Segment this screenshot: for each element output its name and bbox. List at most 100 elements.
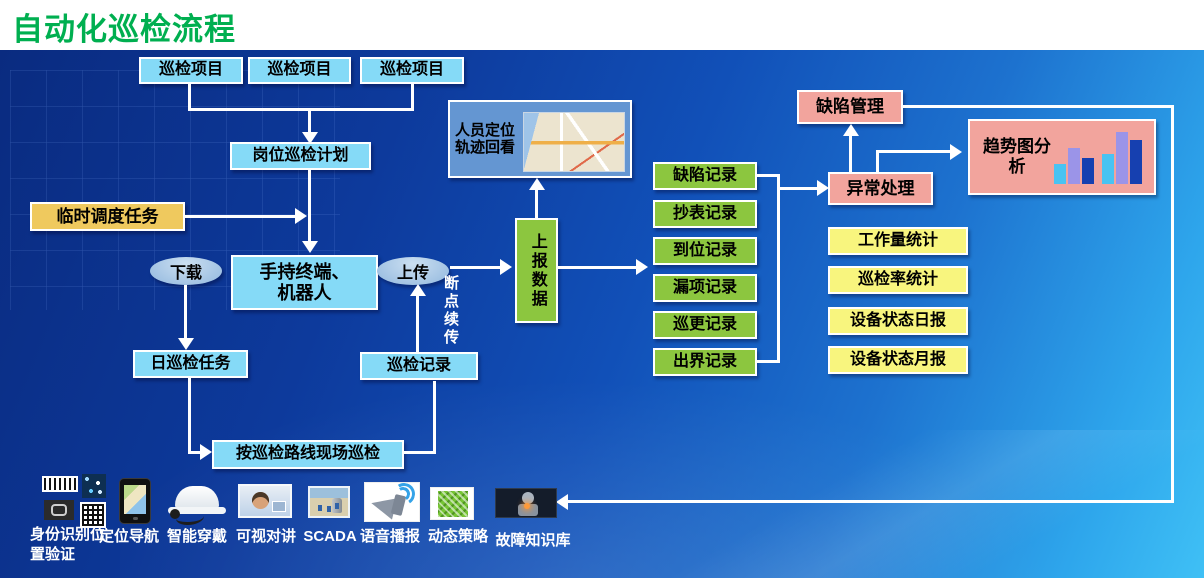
- node-patrol-record: 巡更记录: [653, 311, 757, 339]
- connector-temp-task: [185, 215, 297, 218]
- capability-label-identity: 身份识别位置验证: [30, 526, 106, 563]
- arrowhead-to-exception: [817, 180, 829, 196]
- node-upload: 上传: [377, 257, 449, 285]
- node-label: 上报数据: [528, 232, 546, 309]
- arrowhead-to-track: [529, 178, 545, 190]
- node-post-inspection-plan: 岗位巡检计划: [230, 142, 371, 170]
- arrowhead-to-plan: [302, 132, 318, 144]
- phone-navigation-icon: [119, 478, 151, 524]
- bar-chart-3d-icon: [1054, 126, 1146, 184]
- network-dots-icon: [82, 474, 106, 498]
- cube-texture: [438, 491, 468, 517]
- light-swoosh-decoration: [120, 350, 1120, 588]
- capability-label-wearable: 智能穿戴: [166, 528, 227, 545]
- helmet-earpiece: [170, 509, 180, 519]
- helmet-dome: [175, 486, 219, 510]
- connector-exception-to-defect: [849, 134, 852, 172]
- arrowhead-to-terminal: [302, 241, 318, 253]
- connector-plan-to-terminal: [308, 170, 311, 243]
- flowchart-panel: 巡检项目 巡检项目 巡检项目 岗位巡检计划 临时调度任务 下载 手持终端、 机器…: [0, 50, 1204, 588]
- node-label: 巡检项目: [379, 61, 444, 79]
- connector-bracket-bottom: [757, 360, 780, 363]
- node-label: 趋势图分析: [983, 137, 1051, 176]
- robot-head: [522, 492, 534, 504]
- node-label-line1: 手持终端、: [259, 261, 350, 282]
- connector-download-to-daily: [184, 285, 187, 339]
- map-thumbnail: [523, 112, 625, 172]
- video-intercom-icon: [238, 484, 292, 518]
- arrowhead-temp-task: [295, 208, 307, 224]
- node-daily-inspection-task: 日巡检任务: [133, 350, 248, 378]
- connector-route-to-record-h: [404, 451, 436, 454]
- scada-tank: [332, 498, 342, 513]
- arrowhead-to-knowledge-base: [556, 494, 568, 510]
- bar: [1082, 158, 1094, 184]
- node-inspection-record: 巡检记录: [360, 352, 478, 380]
- node-label: 巡更记录: [672, 315, 737, 333]
- light-swoosh-decoration: [540, 430, 1204, 588]
- node-missed-item-record: 漏项记录: [653, 274, 757, 302]
- connector-records-to-exception: [777, 187, 819, 190]
- node-meter-reading-record: 抄表记录: [653, 200, 757, 228]
- capability-label-fault-knowledge-base: 故障知识库: [495, 532, 571, 549]
- rfid-core: [51, 504, 67, 516]
- node-label-line2: 机器人: [277, 282, 332, 303]
- node-label: 抄表记录: [672, 204, 737, 222]
- qr-code-icon: [80, 502, 106, 528]
- node-label: 按巡检路线现场巡检: [235, 445, 380, 463]
- node-label: 缺陷管理: [816, 97, 884, 117]
- node-download: 下载: [150, 257, 222, 285]
- node-label: 异常处理: [846, 178, 915, 198]
- node-inspect-item-1: 巡检项目: [139, 57, 243, 84]
- connector-daily-to-route: [188, 378, 191, 454]
- node-label: 出界记录: [672, 352, 737, 370]
- phone-home-button: [133, 517, 138, 520]
- connector-defect-loop-bottom: [568, 500, 1174, 503]
- barcode-icon: [42, 476, 78, 492]
- connector-exception-to-trend-v: [876, 150, 879, 172]
- connector-route-to-record-v: [433, 381, 436, 454]
- node-label: 巡检项目: [158, 61, 223, 79]
- connector-bracket-top: [757, 174, 780, 177]
- node-device-status-monthly-report: 设备状态月报: [828, 346, 968, 374]
- speaker-broadcast-icon: [364, 480, 420, 522]
- node-label: 临时调度任务: [56, 206, 159, 226]
- arrowhead-to-upload: [410, 284, 426, 296]
- bar: [1102, 154, 1114, 184]
- robot-spark: [524, 503, 530, 509]
- bar: [1054, 164, 1066, 184]
- connector-defect-loop-top: [903, 105, 1174, 108]
- scada-screen-icon: [308, 486, 350, 518]
- node-device-status-daily-report: 设备状态日报: [828, 307, 968, 335]
- node-label: 缺陷记录: [672, 166, 737, 184]
- bar: [1116, 132, 1128, 184]
- arrowhead-to-report: [500, 259, 512, 275]
- resume-transfer-note: 断点续传: [442, 275, 459, 347]
- connector-daily-to-route-h: [188, 451, 202, 454]
- capability-label-video-intercom: 可视对讲: [235, 528, 296, 545]
- node-label: 巡检记录: [386, 356, 451, 374]
- node-label: 人员定位轨迹回看: [454, 121, 515, 156]
- node-onsite-inspection-by-route: 按巡检路线现场巡检: [212, 440, 404, 469]
- connector-bracket-vertical: [777, 174, 780, 363]
- robot-knowledge-icon: [495, 488, 557, 518]
- node-inspection-rate-statistics: 巡检率统计: [828, 266, 968, 294]
- node-person-location-track-review: 人员定位轨迹回看: [448, 100, 632, 178]
- connector-record-to-upload: [416, 296, 419, 352]
- node-exception-handling: 异常处理: [828, 172, 933, 205]
- node-label: 到位记录: [672, 241, 737, 259]
- node-label: 工作量统计: [857, 231, 938, 249]
- bar: [1130, 140, 1142, 184]
- green-cube-icon: [430, 487, 474, 520]
- connector-report-to-track: [535, 190, 538, 218]
- node-label: 漏项记录: [672, 278, 737, 296]
- helmet-microphone: [176, 510, 204, 525]
- smart-helmet-icon: [168, 486, 226, 525]
- node-label: 巡检项目: [267, 61, 332, 79]
- node-report-data: 上报数据: [515, 218, 558, 323]
- rfid-tag-icon: [44, 500, 74, 520]
- capability-label-dynamic-strategy: 动态策略: [427, 528, 488, 545]
- connector-item1-down: [188, 84, 191, 110]
- node-defect-record: 缺陷记录: [653, 162, 757, 190]
